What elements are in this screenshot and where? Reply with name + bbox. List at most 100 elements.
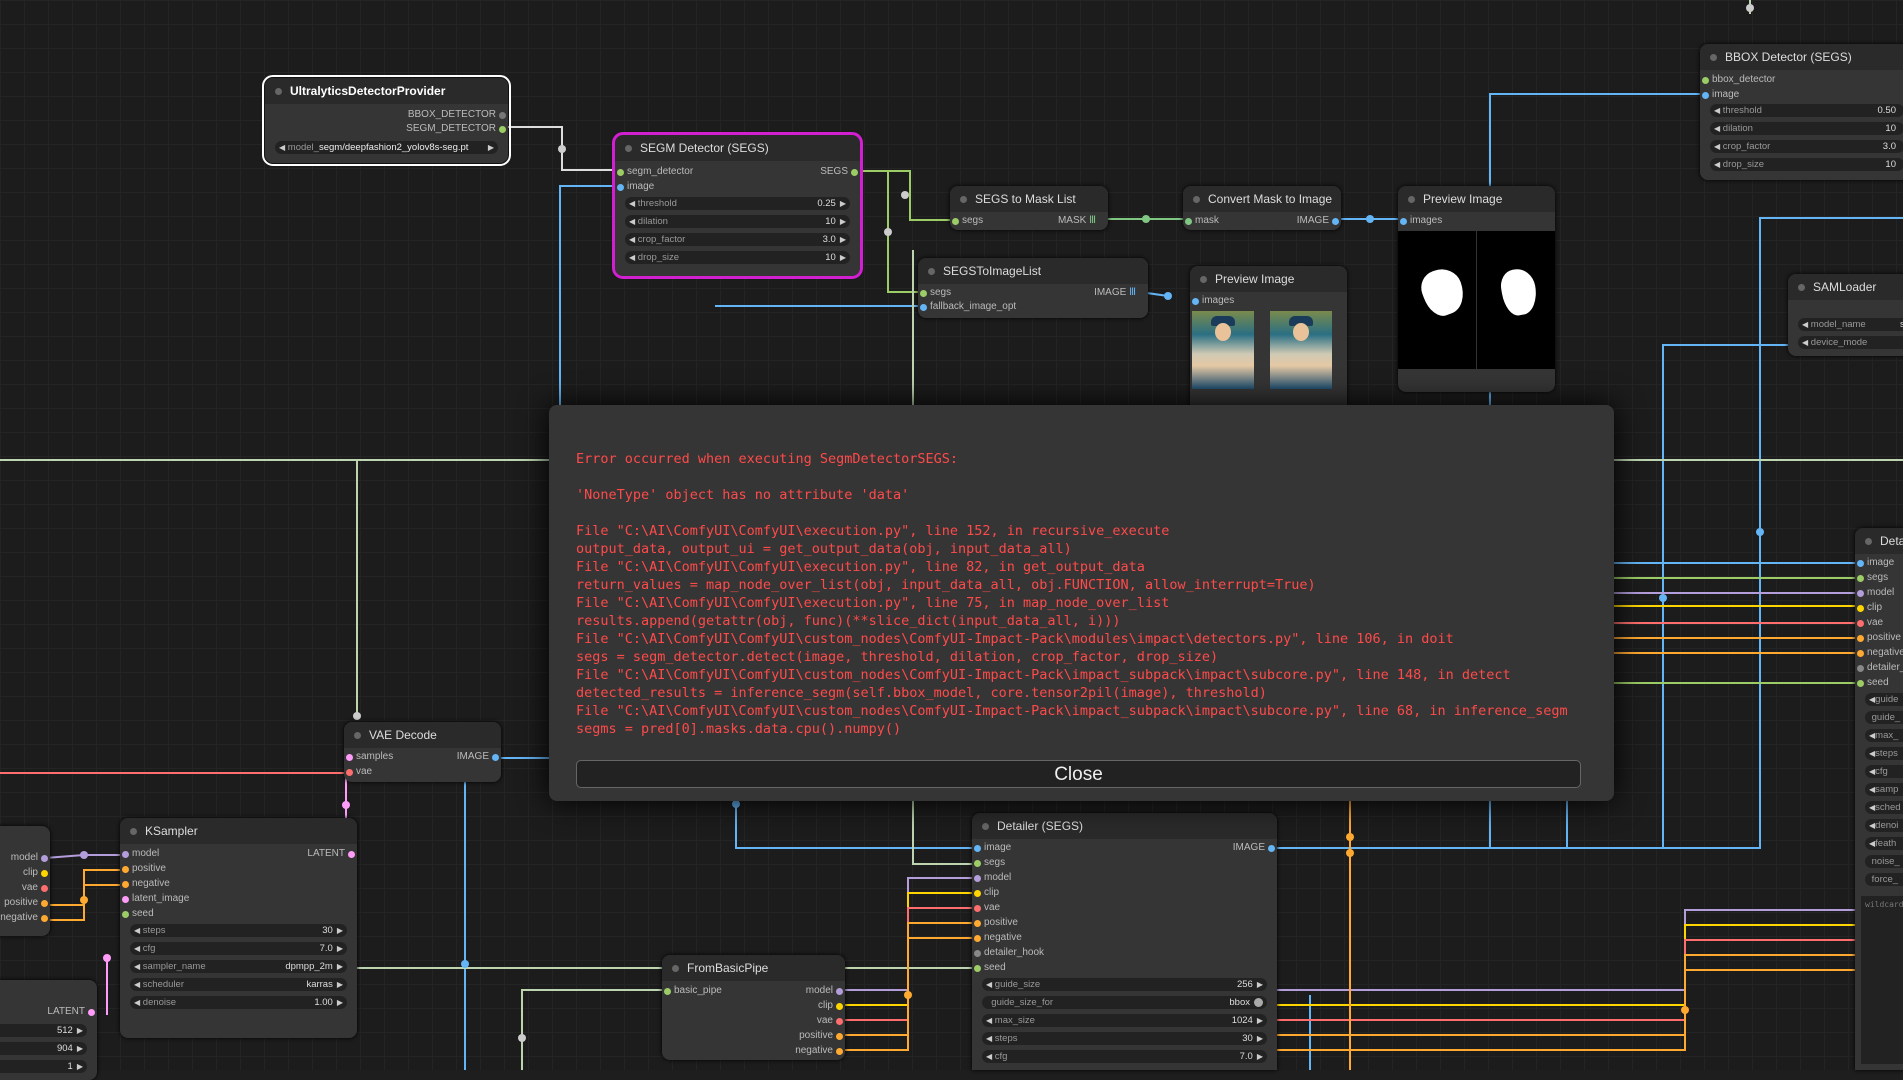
bbox-detector-node[interactable]: BBOX Detector (SEGS) bbox_detector image… (1700, 44, 1903, 180)
output-vae[interactable]: vae (817, 1014, 843, 1028)
detailer-segs-node[interactable]: Detailer (SEGS) image segs model clip va… (972, 813, 1277, 1070)
input-model[interactable]: model (122, 847, 159, 861)
input-positive[interactable]: positive (974, 916, 1018, 930)
input-images[interactable]: images (1400, 214, 1442, 228)
output-clip[interactable]: clip (23, 866, 48, 880)
mask-preview-images[interactable] (1398, 231, 1555, 369)
sampler-widget[interactable]: ◀samp (1865, 783, 1903, 796)
device-mode-widget[interactable]: ◀ device_mode (1798, 336, 1903, 349)
steps-widget[interactable]: ◀steps (1865, 747, 1903, 760)
input-clip[interactable]: clip (1857, 601, 1882, 615)
input-negative[interactable]: negative (122, 877, 170, 891)
output-mask[interactable]: MASK Ⅲ (1057, 215, 1096, 226)
guide-size-for-toggle[interactable]: guide_ (1865, 711, 1903, 724)
input-clip[interactable]: clip (974, 886, 999, 900)
input-positive[interactable]: positive (1857, 631, 1901, 645)
height-widget[interactable]: 904▶ (0, 1042, 87, 1055)
input-detailer-hook[interactable]: detailer_ (1857, 661, 1903, 675)
input-image[interactable]: image (974, 841, 1011, 855)
convert-mask-to-image-node[interactable]: Convert Mask to Image mask IMAGE (1183, 186, 1341, 230)
input-image[interactable]: image (1702, 88, 1739, 102)
max-size-widget[interactable]: ◀max_ (1865, 729, 1903, 742)
crop-preview-image[interactable] (1270, 311, 1332, 389)
input-segs[interactable]: segs (920, 286, 951, 300)
input-images[interactable]: images (1192, 294, 1234, 308)
ultralytics-detector-node[interactable]: UltralyticsDetectorProvider BBOX_DETECTO… (262, 75, 511, 166)
input-segs[interactable]: segs (952, 214, 983, 228)
crop-preview-image[interactable] (1192, 311, 1254, 389)
input-fallback-image[interactable]: fallback_image_opt (920, 300, 1016, 314)
vae-decode-node[interactable]: VAE Decode samples vae IMAGE (344, 722, 501, 782)
model-name-widget[interactable]: ◀ model_segm/deepfashion2_yolov8s-seg.pt… (275, 141, 498, 154)
output-negative[interactable]: negative (795, 1044, 843, 1058)
input-seed[interactable]: seed (974, 961, 1006, 975)
input-bbox-detector[interactable]: bbox_detector (1702, 73, 1775, 87)
input-samples[interactable]: samples (346, 750, 393, 764)
output-image[interactable]: IMAGE (1297, 214, 1339, 228)
guide-size-widget[interactable]: ◀guide (1865, 693, 1903, 706)
output-vae[interactable]: vae (22, 881, 48, 895)
scheduler-widget[interactable]: ◀sched (1865, 801, 1903, 814)
output-bbox-detector[interactable]: BBOX_DETECTOR (408, 108, 506, 122)
input-positive[interactable]: positive (122, 862, 166, 876)
output-segm-detector[interactable]: SEGM_DETECTOR (406, 122, 506, 136)
output-positive[interactable]: positive (799, 1029, 843, 1043)
output-image[interactable]: IMAGE (457, 750, 499, 764)
noise-mask-toggle[interactable]: noise_ (1865, 855, 1903, 868)
input-detailer-hook[interactable]: detailer_hook (974, 946, 1044, 960)
force-inpaint-toggle[interactable]: force_ (1865, 873, 1903, 886)
input-segm-detector[interactable]: segm_detector (617, 165, 693, 179)
input-mask[interactable]: mask (1185, 214, 1219, 228)
model-name-widget[interactable]: ◀ model_namesa (1798, 318, 1903, 331)
input-seed[interactable]: seed (1857, 676, 1889, 690)
input-model[interactable]: model (1857, 586, 1894, 600)
wildcard-textarea[interactable]: wildcard (1861, 896, 1903, 1064)
input-segs[interactable]: segs (1857, 571, 1888, 585)
output-clip[interactable]: clip (818, 999, 843, 1013)
segs-to-image-list-node[interactable]: SEGSToImageList segs fallback_image_opt … (918, 258, 1148, 318)
output-latent[interactable]: LATENT (47, 1005, 95, 1019)
output-model[interactable]: model (11, 851, 48, 865)
segm-detector-node[interactable]: SEGM Detector (SEGS) segm_detector image… (612, 132, 863, 279)
preview-image-node-masks[interactable]: Preview Image images (1398, 186, 1555, 392)
input-vae[interactable]: vae (974, 901, 1000, 915)
ksampler-node[interactable]: KSampler model positive negative latent_… (120, 818, 357, 1038)
input-seed[interactable]: seed (122, 907, 154, 921)
segs-to-mask-list-node[interactable]: SEGS to Mask List segs MASK Ⅲ (950, 186, 1108, 230)
denoise-widget[interactable]: ◀denoi (1865, 819, 1903, 832)
width-widget[interactable]: 512▶ (0, 1024, 87, 1037)
detailer-right-node[interactable]: Detail image segs model clip vae positiv… (1855, 528, 1903, 1070)
collapse-dot-icon[interactable] (275, 87, 282, 95)
output-negative[interactable]: negative (0, 911, 48, 925)
preview-image-node-crops[interactable]: Preview Image images (1190, 266, 1347, 416)
input-image[interactable]: image (1857, 556, 1894, 570)
input-latent-image[interactable]: latent_image (122, 892, 189, 906)
empty-latent-node[interactable]: LATENT 512▶ 904▶ 1▶ (0, 980, 97, 1080)
output-latent[interactable]: LATENT (307, 847, 355, 861)
input-negative[interactable]: negative (1857, 646, 1903, 660)
input-vae[interactable]: vae (1857, 616, 1883, 630)
output-image[interactable]: IMAGE Ⅲ (1094, 287, 1136, 298)
close-button[interactable]: Close (576, 760, 1581, 788)
output-segs[interactable]: SEGS (820, 165, 858, 179)
input-image[interactable]: image (617, 180, 654, 194)
batch-size-widget[interactable]: 1▶ (0, 1060, 87, 1073)
input-basic-pipe[interactable]: basic_pipe (664, 984, 722, 998)
